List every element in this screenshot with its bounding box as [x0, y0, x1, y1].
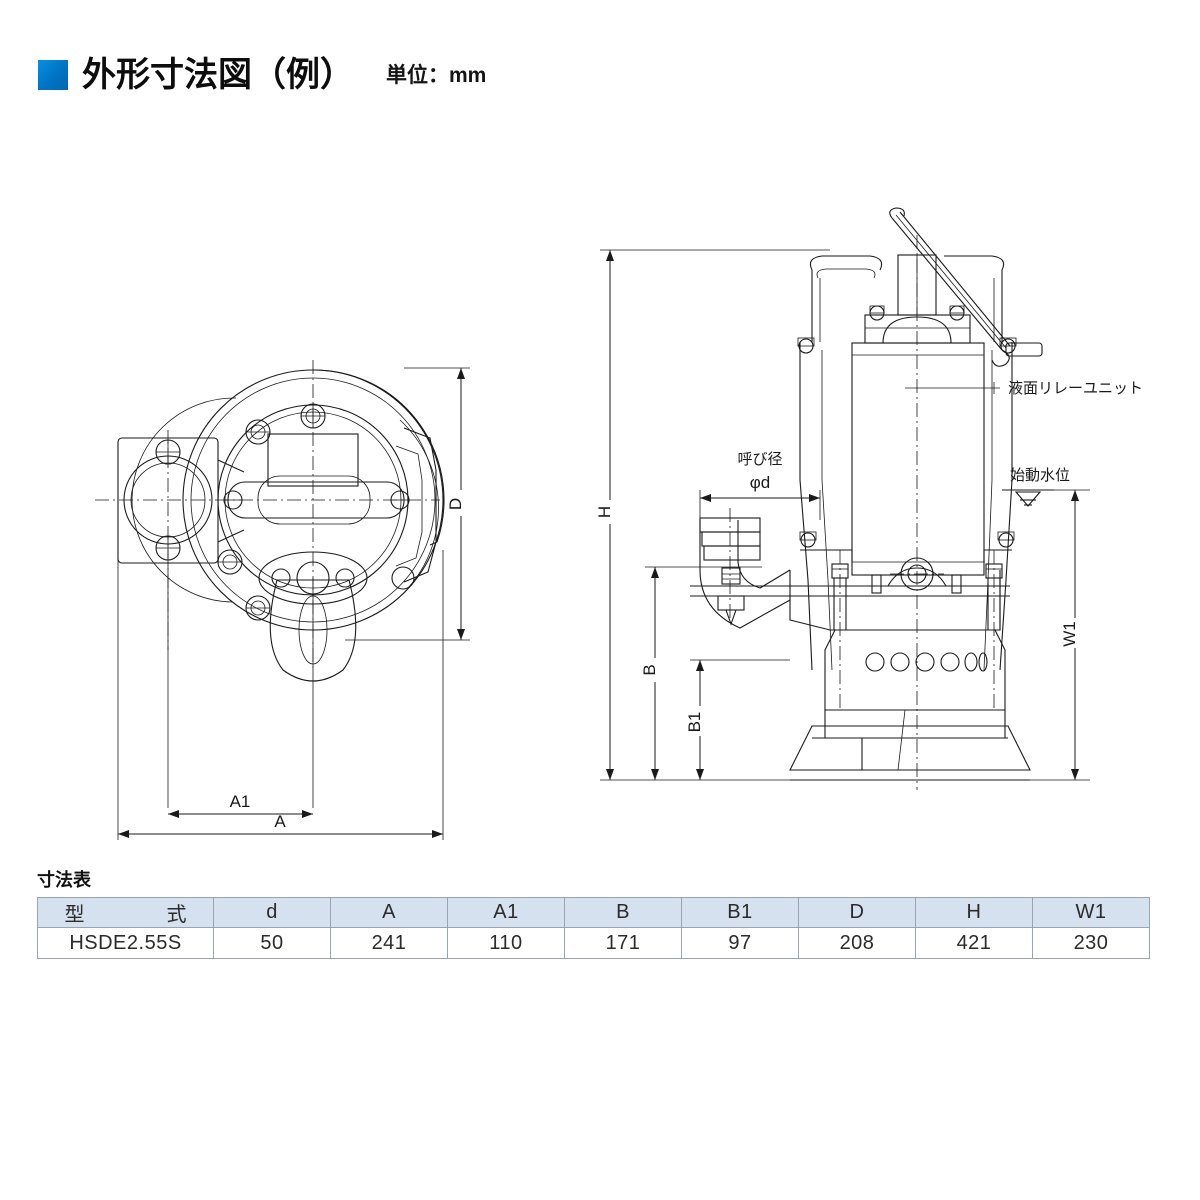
- elbow-rib-2: [701, 531, 761, 547]
- side-view-group: 呼び径 φd 液面リレーユニット 始動水位: [595, 207, 1143, 790]
- shelf-left: [800, 549, 853, 562]
- callout-relay-unit: 液面リレーユニット: [905, 380, 1143, 397]
- relay-pin-left: [871, 574, 882, 594]
- table-caption: 寸法表: [37, 870, 91, 890]
- cell-H: 421: [915, 927, 1033, 959]
- cable-gland-bolt-right: [335, 568, 355, 588]
- casing-outline: [789, 570, 1001, 631]
- col-header-B1: B1: [681, 897, 799, 928]
- strut-top-eye: [889, 207, 905, 219]
- table-row: HSDE2.55S 50 241 110 171 97 208 421 230: [37, 927, 1150, 959]
- relay-unit-housing: [851, 342, 985, 576]
- relay-pin-right: [951, 574, 962, 594]
- callout-label-start-level: 始動水位: [1010, 467, 1070, 484]
- page-header: 外形寸法図（例） 単位：mm: [38, 58, 486, 92]
- dimension-D: D: [345, 367, 472, 641]
- bore-callout: 呼び径 φd: [699, 451, 821, 520]
- elbow-outer: [699, 520, 791, 629]
- bracket-dome: [882, 316, 952, 344]
- volute-scroll-arc-3: [399, 419, 439, 589]
- guide-bracket: [403, 427, 437, 583]
- cell-d: 50: [213, 927, 331, 959]
- shell-top-left-hook: [809, 255, 883, 271]
- dimension-A: A: [117, 548, 444, 840]
- cell-model: HSDE2.55S: [37, 927, 214, 959]
- bullet-square-icon: [38, 60, 68, 90]
- dim-label-A1: A1: [230, 792, 251, 811]
- table-header-row: 型 式 d A A1 B B1 D H W1: [37, 897, 1150, 928]
- foot-plate: [789, 725, 1031, 771]
- cable-gland-body: [269, 579, 357, 682]
- dimension-A1: A1: [167, 562, 314, 818]
- top-view-group: D A1 A: [95, 360, 472, 840]
- bore-label-bottom: φd: [750, 473, 770, 492]
- shelf-right: [983, 549, 1012, 562]
- casing-bolts: [217, 403, 415, 621]
- pump-base: [789, 550, 1031, 781]
- col-header-model: 型 式: [37, 897, 214, 928]
- dim-label-W1: W1: [1060, 621, 1079, 647]
- cell-A1: 110: [447, 927, 565, 959]
- shell-left-column-inner: [821, 350, 833, 671]
- dimension-W1: W1: [1030, 489, 1090, 781]
- dim-label-H: H: [595, 506, 614, 518]
- dim-label-B1: B1: [685, 712, 704, 733]
- cell-B1: 97: [681, 927, 799, 959]
- water-level-triangle: [1014, 491, 1042, 507]
- cell-A: 241: [330, 927, 448, 959]
- dim-label-D: D: [446, 498, 465, 510]
- shell-top-right-hook: [944, 255, 1005, 271]
- guide-bracket-inner: [395, 445, 423, 567]
- impeller-boss: [887, 557, 947, 591]
- elbow-bolt: [717, 567, 745, 626]
- discharge-elbow: [690, 508, 800, 629]
- handle-bar: [223, 475, 410, 525]
- dim-label-A: A: [274, 812, 286, 831]
- handle-bar-grip: [257, 475, 371, 525]
- name-plate: [267, 433, 359, 487]
- anchor-studs: [831, 550, 1003, 710]
- elbow-rib-3: [703, 545, 761, 561]
- cell-D: 208: [798, 927, 916, 959]
- callout-start-level: 始動水位: [1002, 467, 1070, 507]
- dim-label-B: B: [640, 664, 659, 675]
- flange-neck-upper: [217, 459, 245, 473]
- dimension-table: 型 式 d A A1 B B1 D H W1 HSDE2.55S 50 241 …: [37, 897, 1150, 959]
- strainer-holes: [865, 652, 988, 672]
- shell-top-left-hook-inner: [816, 268, 876, 279]
- dimension-B1: B1: [685, 659, 790, 780]
- col-header-D: D: [798, 897, 916, 928]
- shell-right-column-inner: [983, 350, 993, 671]
- motor-top-bracket: [864, 305, 971, 344]
- volute-scroll-arc-2: [131, 397, 237, 603]
- col-header-A: A: [330, 897, 448, 928]
- shell-right-column: [999, 342, 1013, 671]
- col-header-H: H: [915, 897, 1033, 928]
- outline-dimension-drawing: D A1 A: [0, 150, 1200, 840]
- elbow-inner: [737, 520, 791, 589]
- boss-seat: [887, 567, 947, 587]
- col-header-d: d: [213, 897, 331, 928]
- dimension-H: H: [595, 249, 830, 781]
- col-header-W1: W1: [1032, 897, 1150, 928]
- col-header-B: B: [564, 897, 682, 928]
- strut-bottom-eye: [991, 349, 1010, 367]
- unit-label: 単位：mm: [386, 64, 487, 87]
- diagonal-strut: [889, 207, 1043, 367]
- cable-gland-bolt-left: [271, 568, 291, 588]
- strut-anchor: [1005, 342, 1043, 357]
- cell-B: 171: [564, 927, 682, 959]
- cable-gland: [258, 551, 368, 682]
- col-header-A1: A1: [447, 897, 565, 928]
- flange-neck-lower: [217, 529, 245, 543]
- callout-label-relay-unit: 液面リレーユニット: [1008, 380, 1143, 397]
- bore-label-top: 呼び径: [737, 451, 782, 468]
- dimension-B: B: [640, 566, 762, 780]
- cell-W1: 230: [1032, 927, 1150, 959]
- shell-left-column: [799, 342, 813, 671]
- strainer-body: [824, 629, 1006, 711]
- page-title: 外形寸法図（例）: [82, 56, 354, 94]
- volute-scroll-arc-1: [312, 369, 445, 546]
